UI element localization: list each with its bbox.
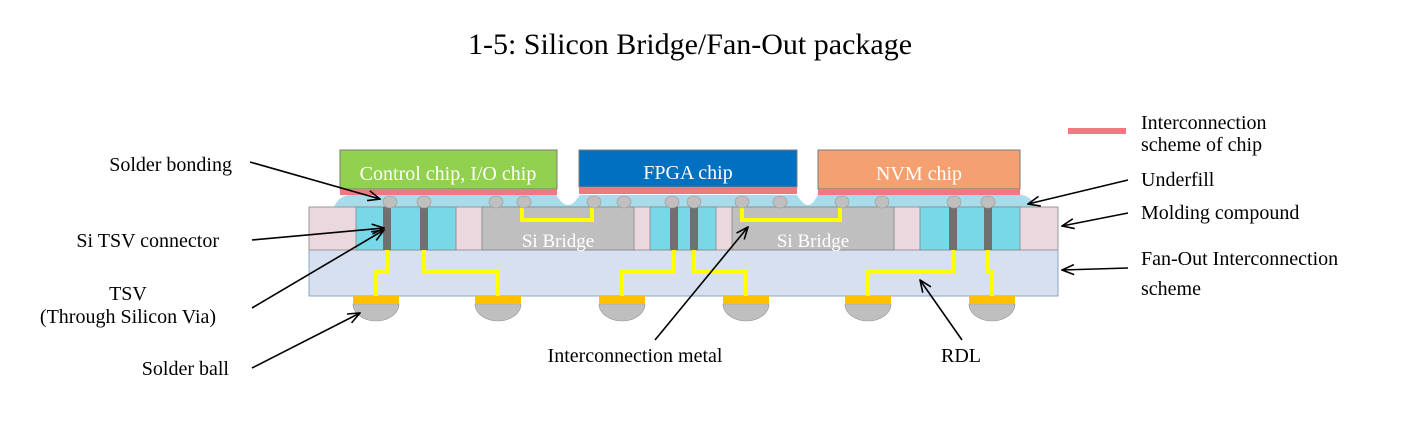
arrow-interconnection-metal <box>654 227 748 341</box>
rdl-line <box>374 250 389 296</box>
arrow-fanout <box>1062 268 1129 270</box>
label-interconnection-metal: Interconnection metal <box>548 345 723 367</box>
rdl-line <box>866 250 955 296</box>
arrow-tsv <box>251 230 384 309</box>
underfill <box>334 195 1036 207</box>
label-fanout-line1: Fan-Out Interconnection <box>1141 248 1338 270</box>
chip-interconnection-layer <box>340 189 557 195</box>
control-chip-label: Control chip, I/O chip <box>360 163 537 185</box>
rdl-line <box>422 250 500 296</box>
si-tsv-connector <box>919 206 1021 251</box>
legend-interconnection-line1: Interconnection <box>1141 112 1267 134</box>
leader-arrows <box>249 161 1129 369</box>
si-bridge-label: Si Bridge <box>777 231 849 252</box>
rdl-line <box>986 250 994 296</box>
label-rdl: RDL <box>941 345 981 367</box>
label-solder-bonding: Solder bonding <box>109 154 232 176</box>
arrow-si-tsv-connector <box>251 228 384 241</box>
label-solder-ball: Solder ball <box>142 358 230 380</box>
diagram-title: 1-5: Silicon Bridge/Fan-Out package <box>468 28 912 61</box>
arrow-solder-bonding <box>249 161 380 199</box>
si-bridge-label: Si Bridge <box>522 231 594 252</box>
rdl-line <box>692 250 748 296</box>
arrow-solder-ball <box>251 313 360 369</box>
legend-interconnection-line2: scheme of chip <box>1141 134 1262 156</box>
label-fanout-line2: scheme <box>1141 278 1201 300</box>
label-si-tsv-connector: Si TSV connector <box>76 230 219 252</box>
nvm-chip-label: NVM chip <box>876 163 962 185</box>
legend-interconnection-swatch <box>1068 128 1126 134</box>
interconnection-metal <box>520 205 594 222</box>
chip-interconnection-layer <box>579 187 797 194</box>
nvm-chip <box>817 149 1021 190</box>
interconnection-metal <box>740 205 842 222</box>
rdl-line <box>620 250 676 296</box>
si-tsv-connector <box>649 206 717 251</box>
tsv <box>670 207 678 250</box>
arrow-rdl <box>920 280 963 341</box>
tsv <box>949 207 957 250</box>
chip-interconnection-layer <box>818 189 1020 195</box>
solder-ball-pads <box>353 296 1015 304</box>
tsv <box>690 207 698 250</box>
arrow-underfill <box>1028 179 1129 204</box>
fpga-chip <box>578 149 798 188</box>
label-molding-compound: Molding compound <box>1141 202 1299 224</box>
label-underfill: Underfill <box>1141 169 1215 191</box>
tsv <box>383 207 391 250</box>
si-bridge <box>481 206 635 251</box>
label-tsv-line2: (Through Silicon Via) <box>40 306 216 328</box>
fpga-chip-label: FPGA chip <box>643 162 732 184</box>
si-bridge <box>731 206 895 251</box>
tsv <box>420 207 428 250</box>
solder-balls <box>352 303 1016 322</box>
tsv <box>984 207 992 250</box>
control-chip <box>339 149 558 190</box>
arrow-molding-compound <box>1062 212 1129 226</box>
label-tsv-line1: TSV <box>109 283 147 305</box>
solder-bonding-bumps <box>382 195 996 209</box>
